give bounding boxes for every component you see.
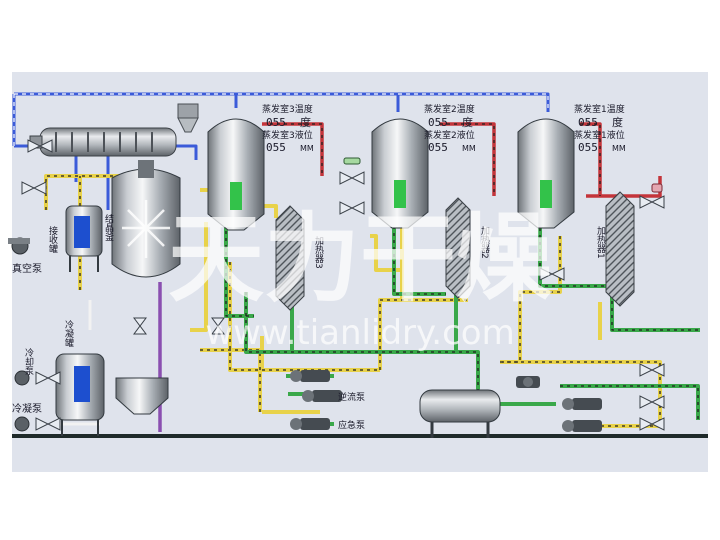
heater-3 [275,205,305,311]
control-valve-actuators [343,157,663,193]
reflux-pump-body [302,390,342,402]
evap3-level-value: 055 [266,141,286,154]
evap2-level-unit: MM [462,144,476,153]
pipe-network [12,92,700,432]
heater-2-label: 加热器2 [479,226,490,259]
vacuum-pump-body [8,237,30,255]
heater-1-label: 加热器1 [595,226,606,259]
valve-icon[interactable] [211,317,225,335]
floor-line [12,434,708,438]
valve-icon[interactable] [639,195,665,209]
valve-icon[interactable] [639,417,665,431]
evap2-level-value: 055 [428,141,448,154]
evap3-level-label: 蒸发室3液位 [262,129,313,141]
red-pipe-dashes [270,123,601,196]
valve-icon[interactable] [35,417,61,431]
valve-icon[interactable] [35,371,61,385]
evap2-level-label: 蒸发室2液位 [424,129,475,141]
heater-3-label: 加热器3 [313,236,324,269]
condensate-tank-label: 冷凝罐 [63,319,74,348]
valve-symbols [21,139,665,431]
evaporator-3 [207,118,265,231]
green-pipe-dashes [225,224,700,420]
watermark-brand: 天力干燥 [168,203,553,315]
evap3-temp-value: 055 [266,116,286,129]
reflux-pump-label: 逆流泵 [338,391,365,403]
watermark-url: www.tianlidry.com [205,313,514,353]
valve-icon[interactable] [639,395,665,409]
evap1-level-label: 蒸发室1液位 [574,129,625,141]
cooling-pump-label: 冷却泵 [23,347,34,375]
valve-icon[interactable] [21,181,47,195]
product-hopper [115,377,169,415]
condensate-pump-label: 冷凝泵 [12,402,42,415]
evap1-level-value: 055 [578,141,598,154]
heater-1 [605,191,635,307]
pump-units [8,237,602,432]
evaporator-1 [517,118,575,229]
outlet-pump-a-body [562,398,602,410]
evap3-temp-label: 蒸发室3温度 [262,103,313,115]
vent-hopper [177,103,199,133]
receiver-tank-label: 接收罐 [47,225,58,254]
evap3-temp-unit: 度 [300,115,311,129]
evap1-temp-value: 055 [578,116,598,129]
receiver-tank [65,205,103,272]
evap1-temp-unit: 度 [612,115,623,129]
crystallizer-vessel [111,160,181,278]
storage-tank [419,389,501,438]
cooling-pump-body [14,370,30,432]
valve-icon[interactable] [539,267,565,281]
transfer-pump-body [290,370,330,382]
blue-pipe-dashes [13,93,549,146]
feed-pump-body [516,376,540,388]
valve-icon[interactable] [339,171,365,185]
emergency-pump-label: 应急泵 [338,419,365,431]
emergency-pump-body [290,418,330,430]
condensate-tank [55,353,105,436]
evaporator-2 [371,118,429,229]
evap2-temp-unit: 度 [462,115,473,129]
evap1-level-unit: MM [612,144,626,153]
valve-icon[interactable] [27,139,53,153]
evap3-level-unit: MM [300,144,314,153]
vacuum-pump-label: 真空泵 [12,262,42,275]
evap2-temp-value: 055 [428,116,448,129]
valve-icon[interactable] [133,317,147,335]
valve-icon[interactable] [339,201,365,215]
condenser [29,127,177,157]
evap2-temp-label: 蒸发室2温度 [424,103,475,115]
crystallizer-label: 结晶釜 [103,213,114,241]
evap1-temp-label: 蒸发室1温度 [574,103,625,115]
outlet-pump-b-body [562,420,602,432]
valve-icon[interactable] [639,363,665,377]
heater-2 [445,197,471,299]
